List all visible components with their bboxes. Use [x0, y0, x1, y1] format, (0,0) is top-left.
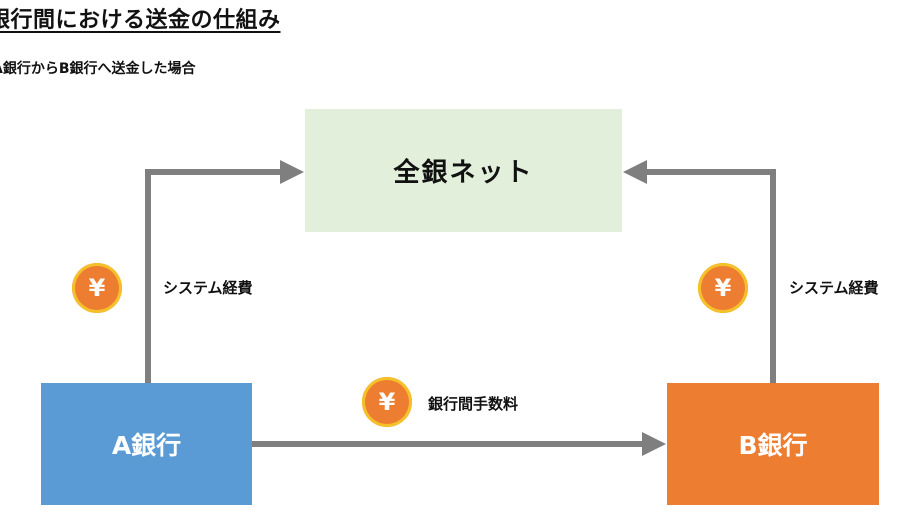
zengin-net-label: 全銀ネット: [393, 158, 534, 188]
bank-a-label: A銀行: [111, 431, 182, 460]
fee-label-right: システム経費: [789, 279, 879, 297]
bank-b-label: B銀行: [738, 431, 808, 460]
yen-coin-icon: ¥: [72, 263, 122, 313]
yen-coin-icon: ¥: [698, 263, 748, 313]
bank-a-box: A銀行: [41, 383, 252, 505]
fee-label-left: システム経費: [163, 279, 253, 297]
arrow-a-to-zengin: [145, 160, 304, 383]
zengin-net-box: 全銀ネット: [305, 109, 622, 232]
page-title: 銀行間における送金の仕組み: [0, 8, 281, 33]
yen-coin-icon: ¥: [362, 377, 412, 427]
bank-b-box: B銀行: [667, 383, 879, 505]
arrow-b-to-zengin: [623, 160, 776, 383]
page-subtitle: A銀行からB銀行へ送金した場合: [0, 61, 196, 77]
fee-label-bottom: 銀行間手数料: [428, 395, 519, 413]
